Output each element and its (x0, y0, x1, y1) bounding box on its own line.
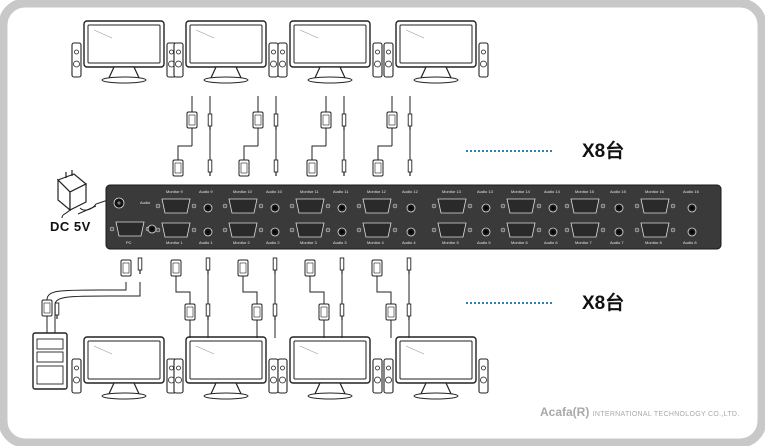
port-label: Monitor 7 (575, 240, 592, 245)
port-label: Audio 1 (199, 240, 213, 245)
port-label: Audio 9 (199, 189, 213, 194)
pc-tower-icon (32, 282, 141, 390)
port-label: Audio 6 (544, 240, 558, 245)
port-label: Monitor 15 (575, 189, 594, 194)
port-label: Monitor 2 (233, 240, 250, 245)
port-label: Monitor 13 (442, 189, 461, 194)
port-label: Monitor 5 (442, 240, 459, 245)
top-count-label: X8台 (582, 141, 625, 162)
port-label: Monitor 12 (367, 189, 386, 194)
bottom-cables (120, 257, 412, 338)
port-label: Audio 11 (333, 189, 349, 194)
port-label: Monitor 6 (511, 240, 528, 245)
port-label: Monitor 4 (367, 240, 384, 245)
port-label: Audio 15 (610, 189, 626, 194)
input-audio-label: Audio (140, 200, 151, 205)
top-cables (172, 96, 413, 177)
port-label: Audio 12 (402, 189, 418, 194)
port-label: Monitor 11 (300, 189, 319, 194)
continuation-dots-bottom (466, 302, 552, 304)
port-label: Audio 4 (402, 240, 416, 245)
power-adapter-icon (56, 170, 109, 219)
port-label: Monitor 1 (166, 240, 183, 245)
power-label: DC 5V (50, 219, 91, 234)
port-label: Audio 16 (683, 189, 699, 194)
bottom-count-label: X8台 (582, 293, 625, 314)
port-label: Audio 3 (333, 240, 347, 245)
port-label: Audio 2 (266, 240, 280, 245)
port-label: Monitor 10 (233, 189, 252, 194)
port-label: Audio 10 (266, 189, 282, 194)
port-label: Audio 8 (683, 240, 697, 245)
port-label: Audio 14 (544, 189, 560, 194)
splitter-panel (105, 184, 722, 250)
brand-subtitle: INTERNATIONAL TECHNOLOGY CO.,LTD. (592, 411, 740, 418)
port-label: Monitor 9 (166, 189, 183, 194)
port-label: Monitor 14 (511, 189, 530, 194)
port-label: Audio 7 (610, 240, 624, 245)
brand-name: Acafa(R) (540, 405, 590, 419)
port-label: Monitor 8 (645, 240, 662, 245)
continuation-dots-top (466, 150, 552, 152)
port-label: Monitor 16 (645, 189, 664, 194)
port-label: Audio 13 (477, 189, 493, 194)
port-label: Monitor 3 (300, 240, 317, 245)
brand-watermark: Acafa(R) INTERNATIONAL TECHNOLOGY CO.,LT… (540, 405, 740, 419)
input-pc-label: PC (126, 240, 132, 245)
port-label: Audio 5 (477, 240, 491, 245)
